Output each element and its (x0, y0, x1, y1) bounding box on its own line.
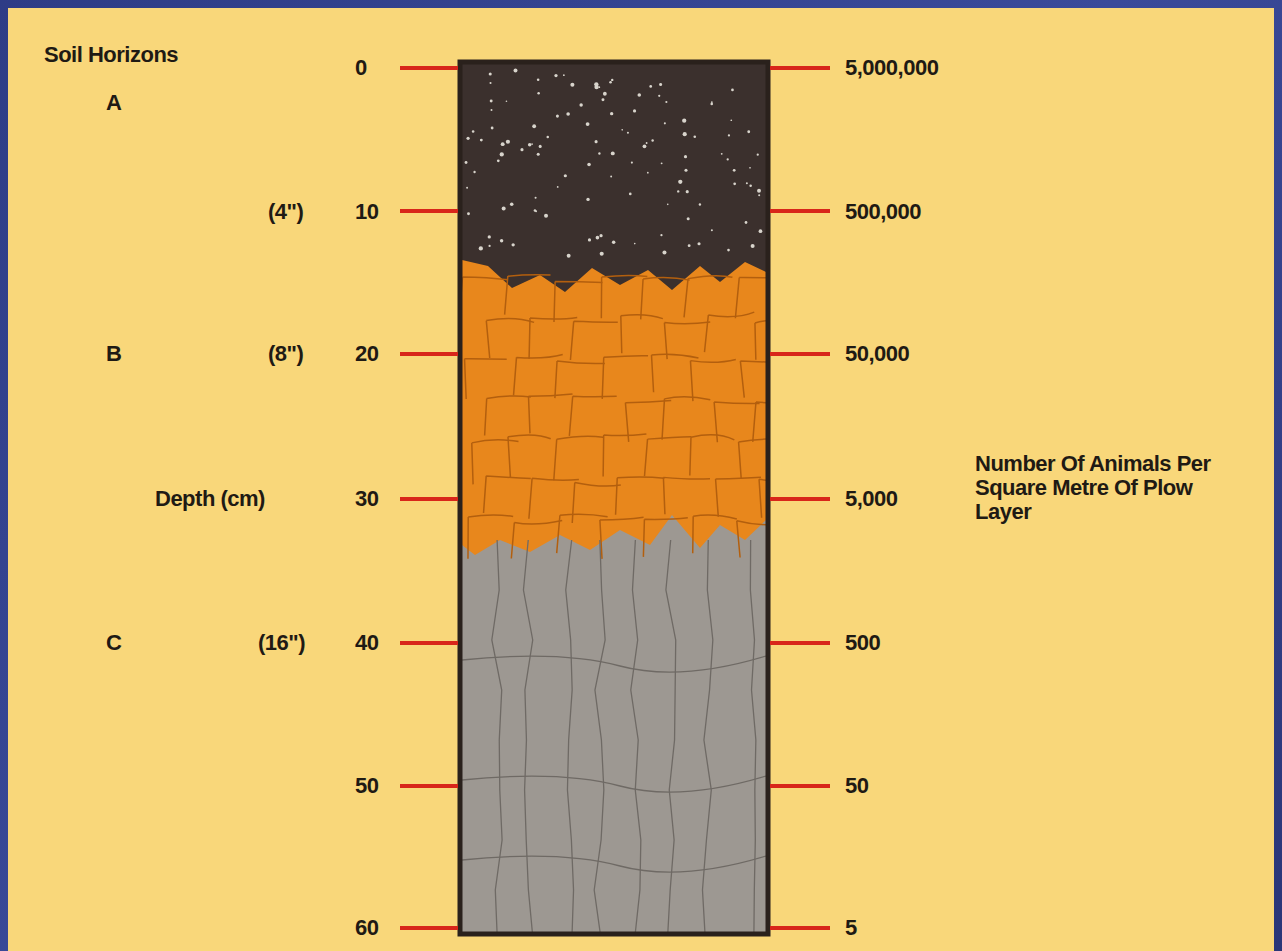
axis-label: B (106, 342, 121, 366)
axis-label: (4") (268, 200, 303, 224)
axis-label: Depth (cm) (155, 487, 265, 511)
axis-label: 50,000 (845, 342, 909, 366)
axis-label: (8") (268, 342, 303, 366)
axis-label: 0 (355, 56, 367, 80)
column-outline (460, 62, 768, 934)
a-horizon (462, 64, 766, 292)
axis-label: 5,000,000 (845, 56, 938, 80)
axis-label: 10 (355, 200, 378, 224)
axis-label: A (106, 91, 121, 115)
axis-label: 500,000 (845, 200, 921, 224)
axis-label: 5,000 (845, 487, 898, 511)
c-horizon (462, 64, 766, 932)
axis-title: Number Of Animals Per Square Metre Of Pl… (975, 452, 1215, 525)
axis-label: 30 (355, 487, 378, 511)
axis-label: (16") (258, 631, 305, 655)
b-horizon (462, 64, 766, 555)
axis-label: 60 (355, 916, 378, 940)
axis-label: 50 (845, 774, 868, 798)
axis-label: 20 (355, 342, 378, 366)
axis-label: Soil Horizons (44, 43, 178, 67)
tick-marks (400, 68, 830, 928)
axis-label: C (106, 631, 121, 655)
axis-label: 40 (355, 631, 378, 655)
axis-label: 500 (845, 631, 880, 655)
axis-label: 50 (355, 774, 378, 798)
axis-label: 5 (845, 916, 857, 940)
